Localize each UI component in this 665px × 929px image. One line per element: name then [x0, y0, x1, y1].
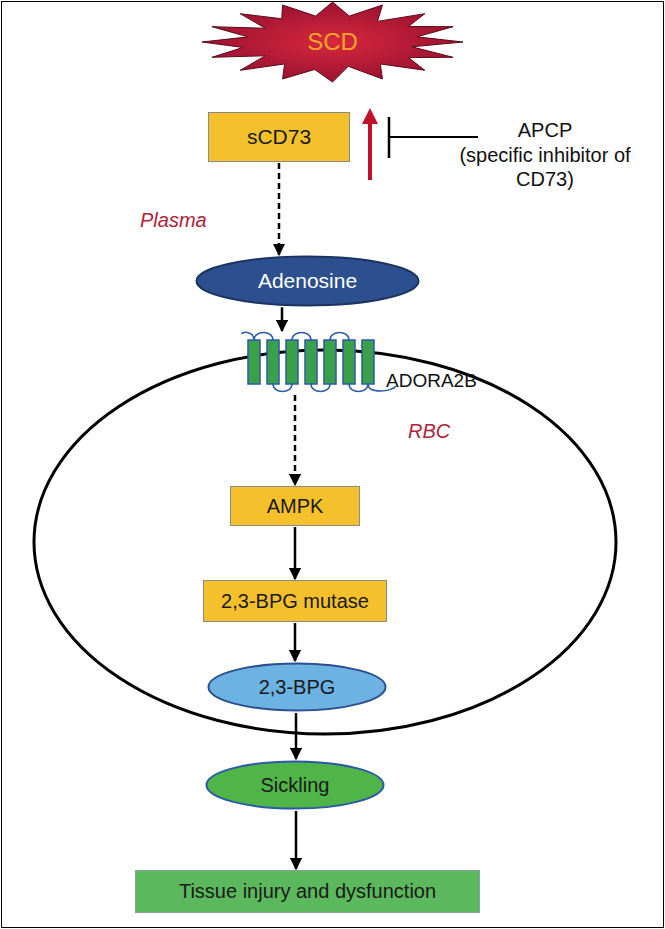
receptor-node: ADORA2B — [240, 328, 490, 396]
node-shape — [240, 328, 390, 396]
increase-arrow — [368, 116, 372, 180]
node-text: 2,3-BPG — [259, 676, 336, 699]
flow-arrow — [281, 307, 284, 331]
process-box: Tissue injury and dysfunction — [135, 870, 480, 913]
receptor-loop — [349, 384, 368, 392]
node-text: Tissue injury and dysfunction — [179, 880, 436, 903]
inhibition-line — [389, 136, 478, 138]
receptor-helix — [267, 340, 279, 384]
burst-shape — [202, 2, 463, 82]
cell-membrane — [34, 350, 616, 734]
node-text: RBC — [408, 420, 450, 443]
node-text: Adenosine — [258, 269, 357, 293]
ellipse-shape — [209, 664, 386, 711]
ellipse-node: Adenosine — [195, 255, 420, 307]
receptor-loop — [254, 333, 273, 341]
node-text: Sickling — [261, 774, 330, 797]
node-text: sCD73 — [247, 125, 311, 149]
receptor-loop — [292, 333, 311, 341]
receptor-loop — [330, 333, 349, 341]
receptor-helix — [286, 340, 298, 384]
inhibitor-label: (specific inhibitor of CD73) — [455, 143, 635, 191]
receptor-helix — [248, 340, 260, 384]
flow-arrow — [278, 163, 281, 255]
process-box: 2,3-BPG mutase — [203, 580, 387, 622]
flow-arrow — [294, 395, 297, 485]
receptor-helix — [343, 340, 355, 384]
ellipse-shape — [207, 762, 384, 809]
node-text: SCD — [307, 28, 358, 56]
ellipse-node: 2,3-BPG — [207, 662, 387, 712]
receptor-helix — [305, 340, 317, 384]
node-text: 2,3-BPG mutase — [221, 590, 369, 613]
receptor-helix — [362, 340, 374, 384]
process-box: sCD73 — [208, 112, 350, 162]
process-box: AMPK — [230, 486, 360, 526]
cell-outline: RBC AMPK 2,3-BPG mutase 2,3-BPG — [32, 348, 618, 736]
node-text: ADORA2B — [386, 370, 477, 392]
node-text: AMPK — [267, 495, 324, 518]
receptor-tail — [242, 332, 254, 340]
burst-node: SCD — [200, 0, 465, 84]
ellipse-node: Sickling — [205, 760, 385, 810]
flow-arrow — [294, 623, 297, 661]
inhibition-bar — [388, 117, 391, 158]
ellipse-shape — [197, 257, 419, 306]
inhibitor-label: APCP — [455, 118, 635, 142]
flow-arrow — [295, 811, 298, 869]
receptor-loop — [311, 384, 330, 392]
flow-arrow — [294, 527, 297, 579]
receptor-helix — [324, 340, 336, 384]
region-label: Plasma — [140, 208, 230, 232]
flow-arrow — [295, 713, 298, 759]
receptor-loop — [273, 384, 292, 392]
